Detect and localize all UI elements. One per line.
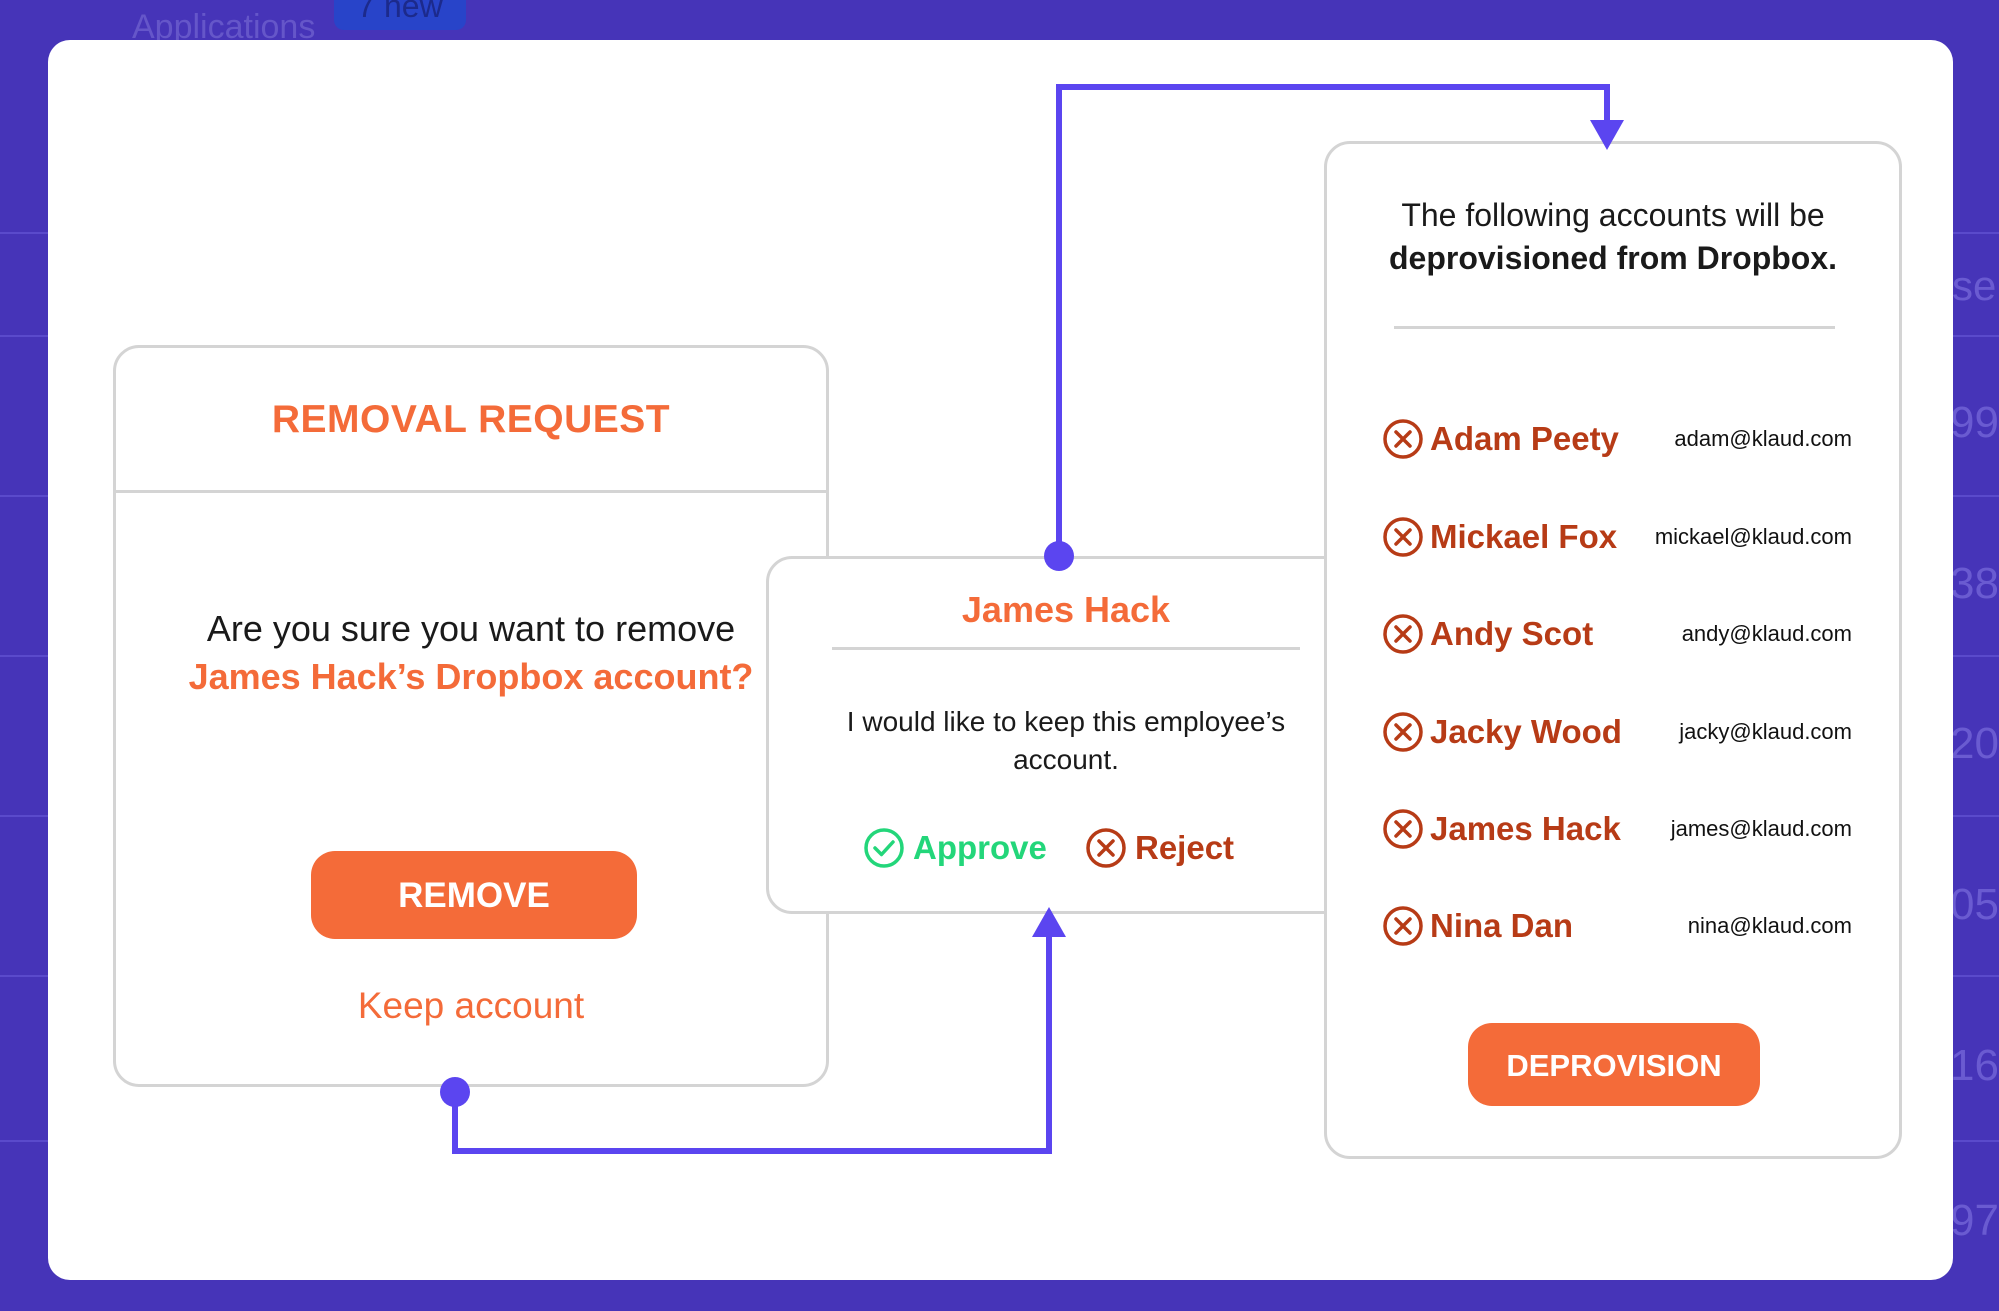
bg-cell: 38 [1950,559,1999,608]
bg-cell: 97 [1950,1196,1999,1245]
removal-question-target: James Hack’s Dropbox account? [188,656,754,697]
bg-cell: 99 [1950,398,1999,447]
deprovision-button[interactable]: DEPROVISION [1468,1023,1760,1106]
deprovision-heading: The following accounts will be deprovisi… [1347,194,1879,280]
keep-account-link[interactable]: Keep account [357,985,585,1026]
x-circle-icon [1086,828,1126,868]
divider [116,490,826,493]
x-circle-icon [1383,906,1423,946]
account-name: Jacky Wood [1430,713,1622,750]
removal-request-card: REMOVAL REQUEST Are you sure you want to… [113,345,829,1087]
check-circle-icon [864,828,904,868]
bg-column-header: se [1952,262,1997,309]
account-row: Nina Dan nina@klaud.com [1382,901,1852,951]
account-row: James Hack james@klaud.com [1382,804,1852,854]
x-circle-icon [1383,809,1423,849]
account-name: Andy Scot [1430,615,1594,652]
removal-request-title: REMOVAL REQUEST [271,398,671,441]
account-row: Mickael Fox mickael@klaud.com [1382,512,1852,562]
approval-message: I would like to keep this employee’s acc… [846,706,1286,775]
account-email: adam@klaud.com [1674,426,1852,451]
remove-button[interactable]: REMOVE [311,851,637,939]
deprovision-heading-line: The following accounts will be [1401,197,1825,233]
bg-new-badge: 7 new [334,0,466,30]
bg-tab-applications: Applications [132,8,316,46]
account-email: jacky@klaud.com [1679,719,1852,744]
x-circle-icon [1383,614,1423,654]
deprovision-heading-bold: deprovisioned from Dropbox. [1388,240,1838,276]
approval-card: James Hack I would like to keep this emp… [766,556,1366,914]
divider [832,647,1300,650]
account-row: Adam Peety adam@klaud.com [1382,414,1852,464]
divider [1394,326,1835,329]
removal-question-text: Are you sure you want to remove [206,608,736,649]
removal-question: Are you sure you want to remove James Ha… [156,605,786,701]
account-row: Jacky Wood jacky@klaud.com [1382,707,1852,757]
bg-cell: 20 [1950,719,1999,768]
bg-cell: 16 [1950,1041,1999,1090]
reject-label: Reject [1135,829,1235,866]
account-email: nina@klaud.com [1687,913,1852,938]
reject-button[interactable]: Reject [1085,827,1234,869]
bg-cell: 05 [1950,880,1999,929]
account-row: Andy Scot andy@klaud.com [1382,609,1852,659]
account-name: Nina Dan [1430,907,1574,944]
x-circle-icon [1383,517,1423,557]
deprovision-card: The following accounts will be deprovisi… [1324,141,1902,1159]
approve-label: Approve [913,829,1047,866]
account-email: james@klaud.com [1670,816,1852,841]
employee-name: James Hack [961,589,1171,630]
approve-button[interactable]: Approve [863,827,1047,869]
account-name: James Hack [1430,810,1621,847]
account-email: mickael@klaud.com [1654,524,1852,549]
x-circle-icon [1383,712,1423,752]
x-circle-icon [1383,419,1423,459]
account-name: Adam Peety [1430,420,1619,457]
account-name: Mickael Fox [1430,518,1618,555]
account-email: andy@klaud.com [1681,621,1852,646]
